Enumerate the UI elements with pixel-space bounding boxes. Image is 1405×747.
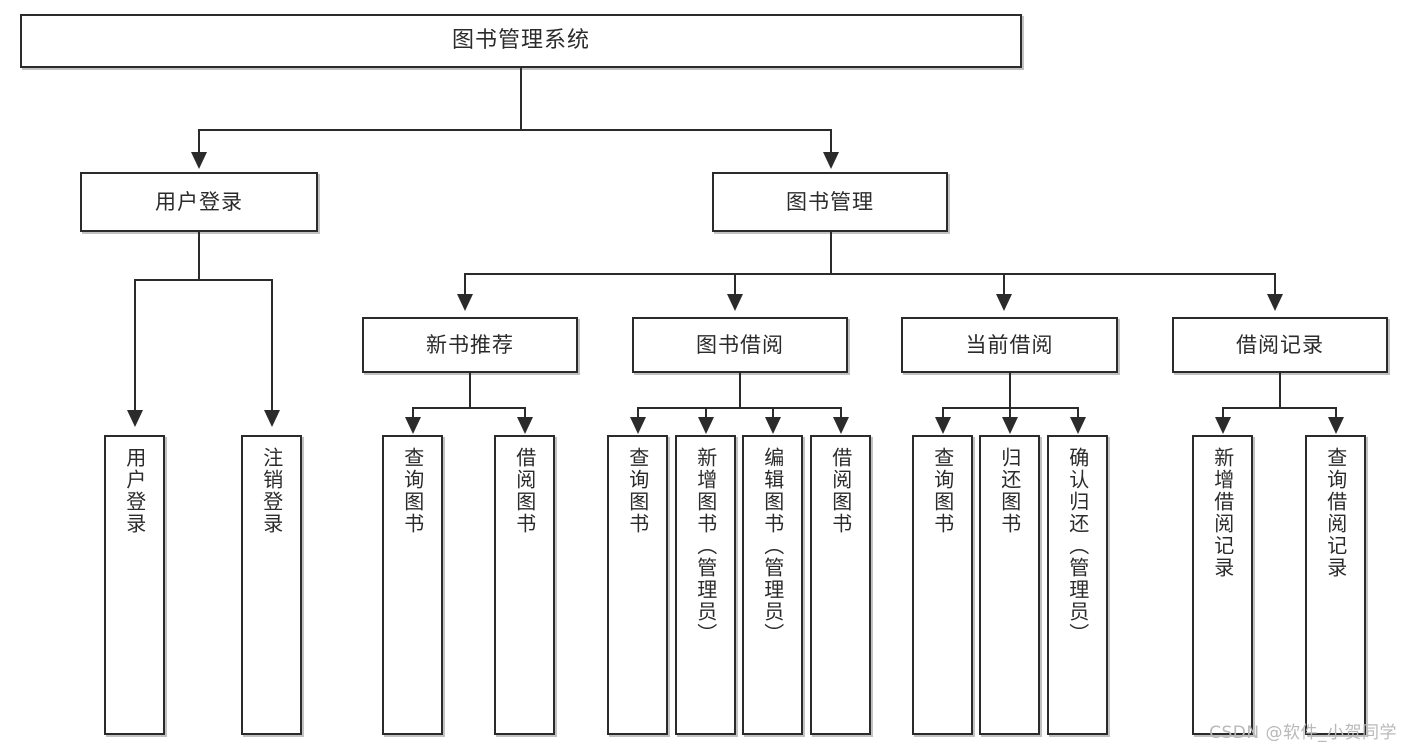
connector-root-bus [198, 129, 832, 131]
connector-new-book-left-drop [412, 407, 414, 418]
arrowhead-current-borrow-leaf-2 [1002, 417, 1018, 434]
node-label: 注销登录 [259, 447, 284, 535]
leaf-borrow-books-recommend[interactable]: 借阅图书 [494, 435, 555, 735]
connector-current-borrow-drop-3 [1077, 407, 1079, 418]
leaf-return-books[interactable]: 归还图书 [979, 435, 1040, 735]
node-book-borrow[interactable]: 图书借阅 [632, 317, 848, 373]
csdn-watermark: CSDN @软件_小贺同学 [1209, 723, 1397, 743]
node-label: 用户登录 [155, 189, 243, 214]
arrowhead-to-book-borrow [727, 294, 743, 311]
node-label: 查询图书 [400, 447, 425, 535]
connector-book-borrow-drop-4 [840, 407, 842, 418]
connector-book-borrow-bus [637, 407, 842, 409]
arrowhead-borrow-records-leaf-2 [1328, 417, 1344, 434]
connector-book-borrow-drop-2 [705, 407, 707, 418]
node-book-management[interactable]: 图书管理 [712, 172, 948, 232]
connector-book-borrow-stem [739, 373, 741, 408]
leaf-logout[interactable]: 注销登录 [241, 435, 302, 735]
connector-level3-bus [464, 273, 1276, 275]
arrowhead-book-borrow-leaf-4 [833, 417, 849, 434]
connector-current-borrow-stem [1009, 373, 1011, 408]
arrowhead-to-book-management [823, 152, 839, 169]
arrowhead-borrow-records-leaf-1 [1215, 417, 1231, 434]
connector-user-login-bus [134, 279, 273, 281]
arrowhead-current-borrow-leaf-1 [935, 417, 951, 434]
node-label: 查询借阅记录 [1323, 447, 1348, 579]
leaf-query-borrow-record[interactable]: 查询借阅记录 [1305, 435, 1366, 735]
leaf-query-books-borrow[interactable]: 查询图书 [607, 435, 668, 735]
leaf-user-login[interactable]: 用户登录 [104, 435, 165, 735]
node-label: 借阅图书 [512, 447, 537, 535]
node-label: 图书借阅 [696, 332, 784, 357]
arrowhead-to-borrow-records [1267, 294, 1283, 311]
arrowhead-new-book-leaf-2 [517, 417, 533, 434]
leaf-edit-book-admin[interactable]: 编辑图书（管理员） [742, 435, 803, 735]
leaf-add-borrow-record[interactable]: 新增借阅记录 [1192, 435, 1253, 735]
node-label: 图书管理 [786, 189, 874, 214]
connector-to-book-borrow [734, 273, 736, 295]
connector-book-borrow-drop-3 [772, 407, 774, 418]
leaf-borrow-books[interactable]: 借阅图书 [810, 435, 871, 735]
arrowhead-to-user-login [191, 152, 207, 169]
node-label: 新书推荐 [426, 332, 514, 357]
arrowhead-to-user-login-leaf [127, 410, 143, 427]
connector-book-borrow-drop-1 [637, 407, 639, 418]
leaf-add-book-admin[interactable]: 新增图书（管理员） [675, 435, 736, 735]
node-label: 借阅记录 [1236, 332, 1324, 357]
connector-borrow-records-stem [1279, 373, 1281, 408]
connector-user-login-stem [198, 232, 200, 280]
leaf-confirm-return-admin[interactable]: 确认归还（管理员） [1047, 435, 1108, 735]
node-label: 新增借阅记录 [1210, 447, 1235, 579]
arrowhead-new-book-leaf-1 [405, 417, 421, 434]
arrowhead-current-borrow-leaf-3 [1070, 417, 1086, 434]
node-label: 查询图书 [930, 447, 955, 535]
connector-root-to-book-management [830, 129, 832, 153]
node-label: 借阅图书 [828, 447, 853, 535]
connector-to-new-book-recommend [464, 273, 466, 295]
arrowhead-book-borrow-leaf-1 [630, 417, 646, 434]
node-label: 查询图书 [625, 447, 650, 535]
arrowhead-book-borrow-leaf-3 [765, 417, 781, 434]
leaf-query-books-recommend[interactable]: 查询图书 [382, 435, 443, 735]
connector-current-borrow-drop-1 [942, 407, 944, 418]
connector-root-stem [520, 68, 522, 130]
connector-borrow-records-drop-2 [1335, 407, 1337, 418]
node-label: 新增图书（管理员） [693, 447, 718, 645]
node-new-book-recommend[interactable]: 新书推荐 [362, 317, 578, 373]
arrowhead-to-new-book-recommend [457, 294, 473, 311]
node-label: 图书管理系统 [451, 28, 590, 54]
node-root-book-management-system[interactable]: 图书管理系统 [20, 14, 1022, 68]
node-borrow-records[interactable]: 借阅记录 [1172, 317, 1388, 373]
connector-borrow-records-drop-1 [1222, 407, 1224, 418]
connector-root-to-user-login [198, 129, 200, 153]
node-label: 当前借阅 [965, 332, 1054, 357]
leaf-query-books-current[interactable]: 查询图书 [912, 435, 973, 735]
node-user-login[interactable]: 用户登录 [80, 172, 318, 232]
connector-new-book-right-drop [524, 407, 526, 418]
node-label: 归还图书 [997, 447, 1022, 535]
node-label: 用户登录 [122, 447, 147, 535]
node-label: 编辑图书（管理员） [760, 447, 785, 645]
connector-current-borrow-drop-2 [1009, 407, 1011, 418]
connector-user-login-left-drop [134, 279, 136, 411]
arrowhead-book-borrow-leaf-2 [698, 417, 714, 434]
connector-new-book-bus [412, 407, 526, 409]
connector-book-management-stem [830, 232, 832, 274]
node-current-borrow[interactable]: 当前借阅 [901, 317, 1118, 373]
connector-to-current-borrow [1003, 273, 1005, 295]
connector-user-login-right-drop [271, 279, 273, 411]
connector-borrow-records-bus [1222, 407, 1337, 409]
node-label: 确认归还（管理员） [1065, 447, 1090, 645]
connector-to-borrow-records [1274, 273, 1276, 295]
arrowhead-to-logout-leaf [264, 410, 280, 427]
connector-new-book-stem [469, 373, 471, 408]
arrowhead-to-current-borrow [996, 294, 1012, 311]
